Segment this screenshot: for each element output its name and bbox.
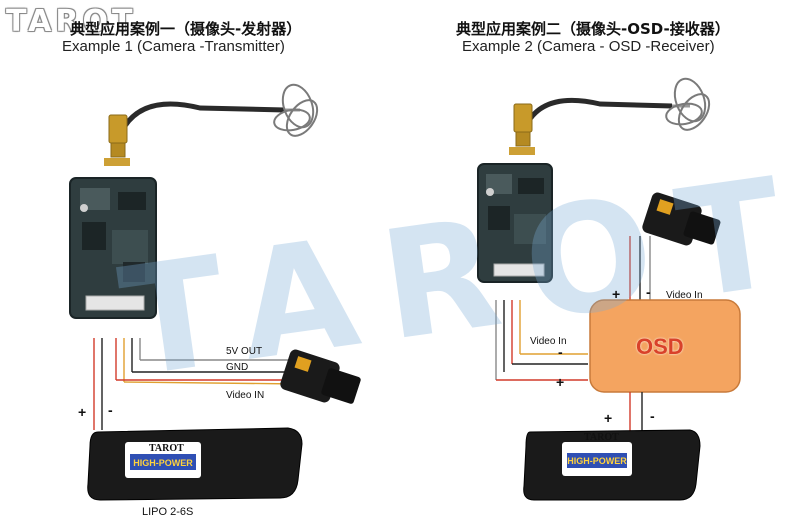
- sma-connector-1: [104, 114, 130, 166]
- minus-sign-1: -: [108, 402, 113, 418]
- plus-sign-osd-left: +: [556, 374, 565, 390]
- camera-1: [280, 349, 361, 404]
- label-5v-out: 5V OUT: [226, 346, 263, 357]
- battery-2: HIGH-POWER: [523, 429, 701, 501]
- battery-1: HIGH-POWER: [87, 427, 303, 501]
- battery-caption: LIPO 2-6S: [142, 506, 194, 518]
- receiver-wires: [495, 300, 588, 381]
- plus-sign-1: +: [78, 404, 87, 420]
- example1-title-cn: 典型应用案例一（摄像头-发射器）: [70, 20, 302, 38]
- osd-label: OSD: [636, 334, 684, 359]
- antenna-cable-2: [521, 97, 673, 132]
- camera-2-wires: [629, 236, 651, 302]
- label-gnd: GND: [226, 362, 249, 373]
- example2-title-cn: 典型应用案例二（摄像头-OSD-接收器）: [456, 20, 730, 38]
- example2-title-en: Example 2 (Camera - OSD -Receiver): [462, 38, 715, 55]
- transmitter-board: [69, 177, 157, 319]
- sma-connector-2: [509, 103, 535, 155]
- battery-2-brand: TAROT: [584, 432, 619, 443]
- label-video-in-right: Video In: [666, 290, 703, 301]
- minus-sign-osd-bottom: -: [650, 408, 655, 424]
- example1-title-en: Example 1 (Camera -Transmitter): [62, 38, 285, 55]
- tarot-logo: TAROT: [6, 4, 137, 39]
- svg-text:HIGH-POWER: HIGH-POWER: [567, 456, 627, 466]
- osd-module: [589, 299, 741, 393]
- svg-text:HIGH-POWER: HIGH-POWER: [133, 458, 193, 468]
- transmitter-wires: [93, 338, 301, 430]
- camera-2: [642, 192, 721, 246]
- label-video-in-1: Video IN: [226, 390, 265, 401]
- minus-sign-osd-left: -: [558, 344, 563, 360]
- antenna-cable-1: [115, 101, 286, 141]
- label-video-in-left: Video In: [530, 336, 567, 347]
- receiver-board: [477, 163, 553, 283]
- cloverleaf-antenna-1: [273, 83, 319, 137]
- plus-sign-osd-bottom: +: [604, 410, 613, 426]
- battery-1-brand: TAROT: [149, 443, 184, 454]
- minus-sign-osd-top: -: [646, 284, 651, 300]
- cloverleaf-antenna-2: [665, 77, 711, 131]
- plus-sign-osd-top: +: [612, 286, 621, 302]
